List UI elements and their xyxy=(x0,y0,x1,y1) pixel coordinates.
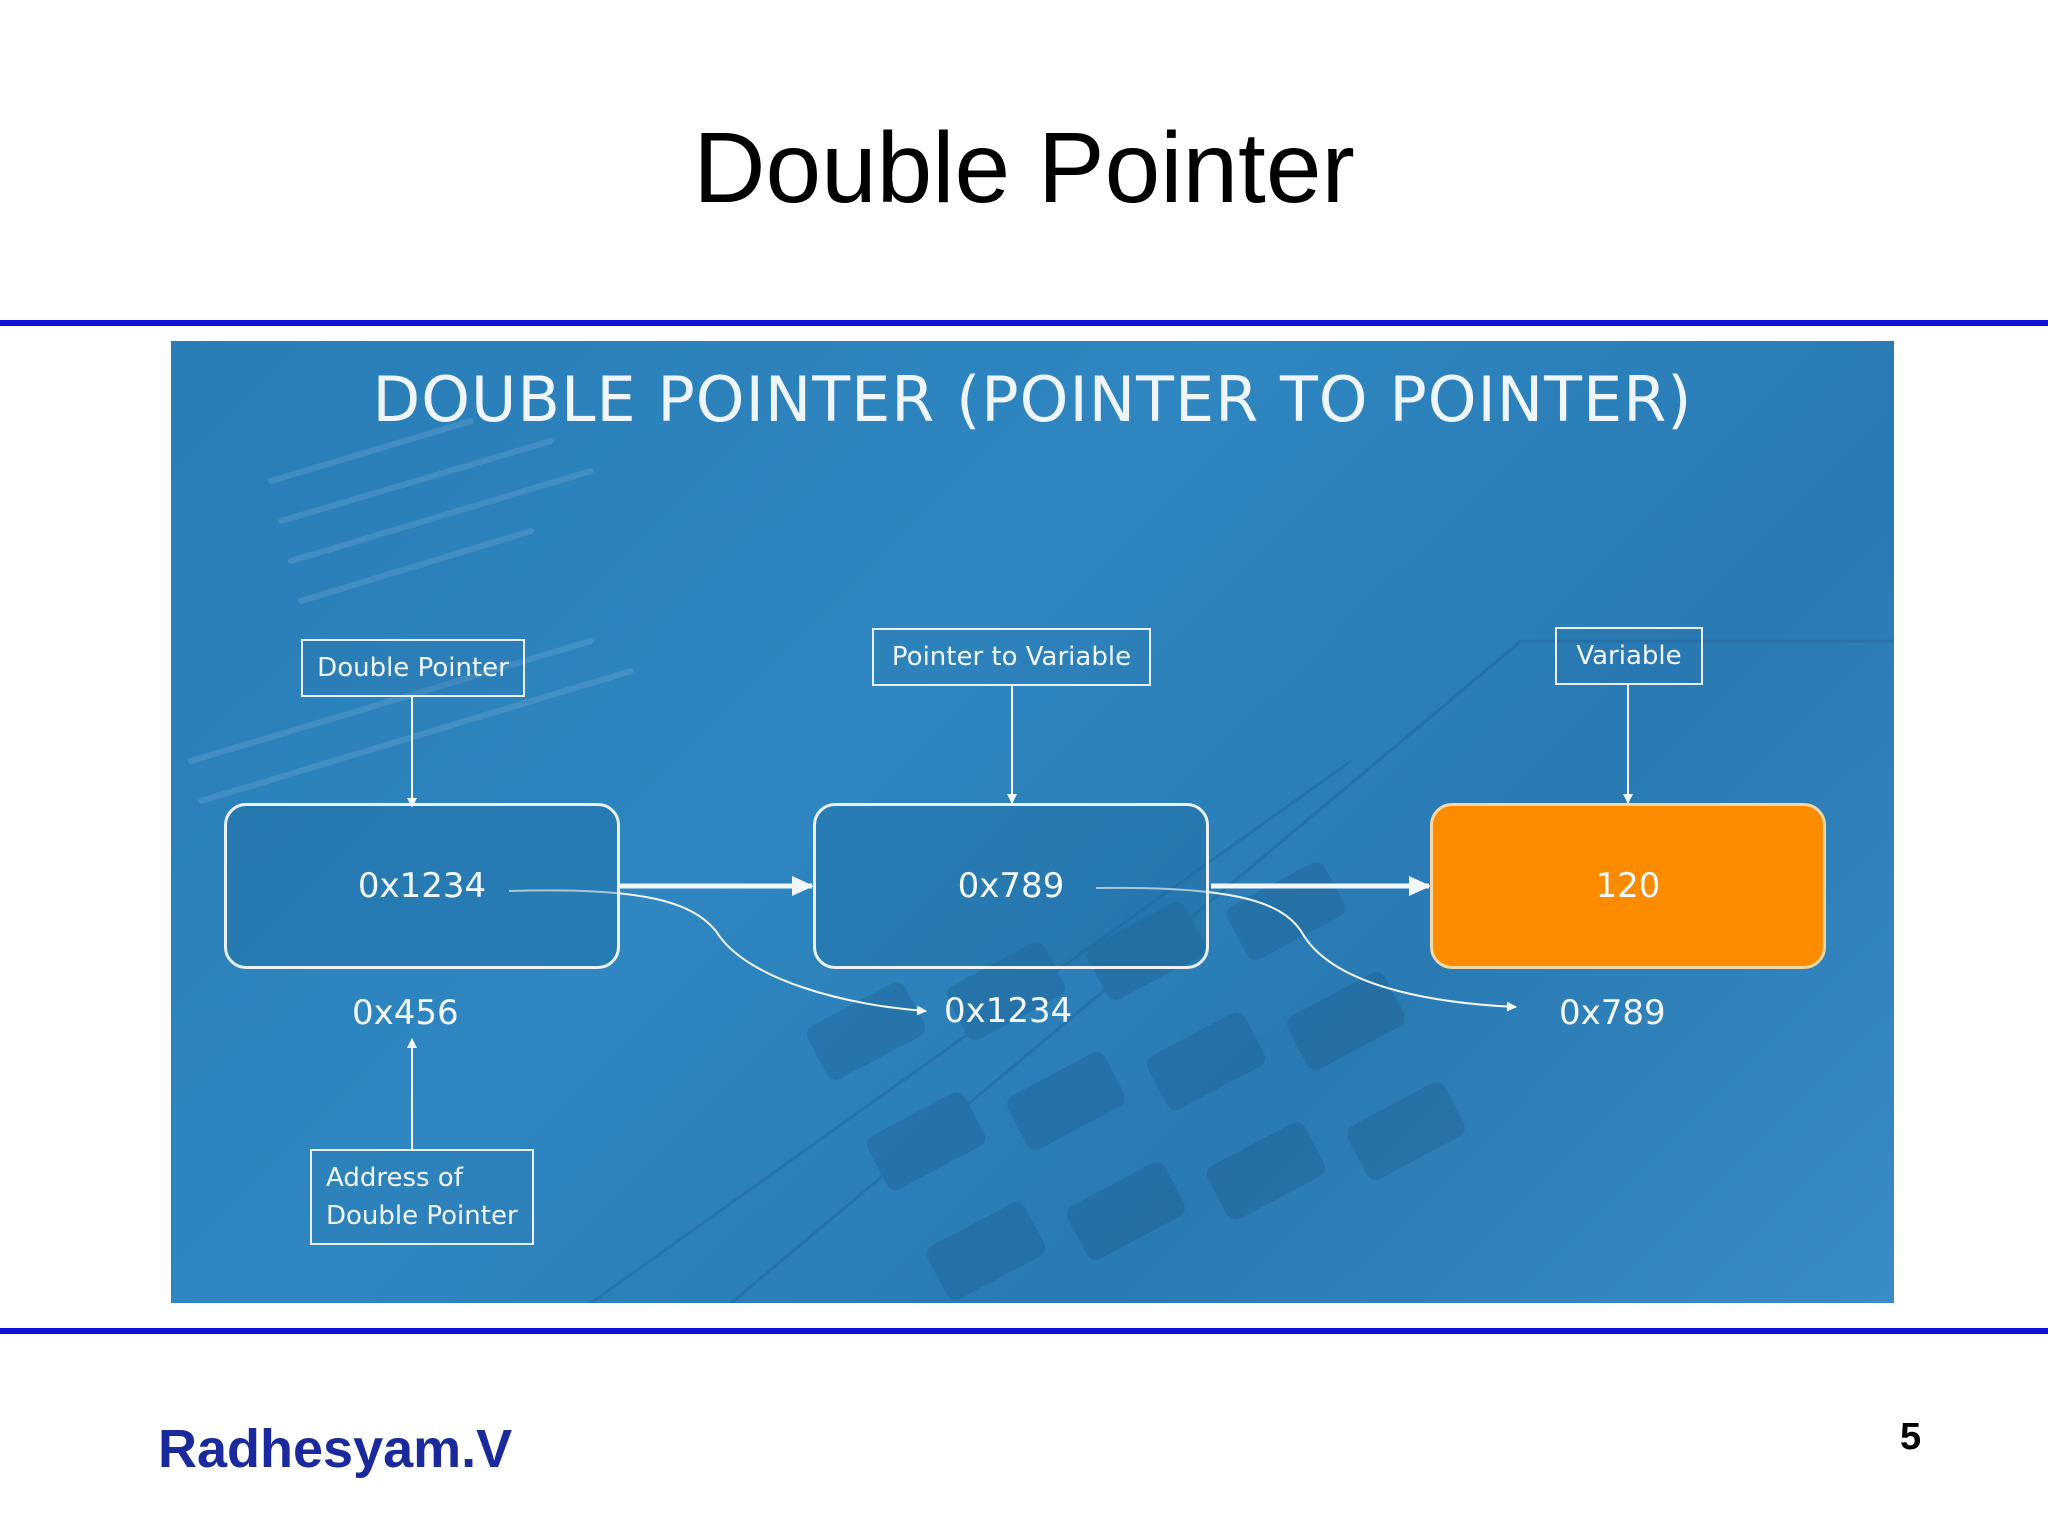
bottom-divider xyxy=(0,1328,2048,1334)
page-number: 5 xyxy=(1900,1416,1922,1458)
label-variable: Variable xyxy=(1555,627,1703,685)
address-node3: 0x789 xyxy=(1559,993,1666,1033)
label-double-pointer: Double Pointer xyxy=(301,639,525,697)
page-title: Double Pointer xyxy=(693,112,1355,224)
top-divider xyxy=(0,320,2048,326)
node-variable-value: 120 xyxy=(1430,803,1826,969)
diagram-background xyxy=(188,418,1894,1303)
label-address-of-double-pointer: Address of Double Pointer xyxy=(310,1149,534,1245)
double-pointer-diagram: DOUBLE POINTER (POINTER TO POINTER) Doub… xyxy=(171,341,1894,1303)
curve-value1-to-address2 xyxy=(508,889,927,1016)
curve-value2-to-address3 xyxy=(1095,886,1517,1012)
label-address-line2: Double Pointer xyxy=(326,1201,518,1231)
keyboard-backdrop xyxy=(590,639,1894,1303)
node-pointer-value: 0x789 xyxy=(813,803,1209,969)
node-double-pointer-value: 0x1234 xyxy=(224,803,620,969)
label-address-line1: Address of xyxy=(326,1163,463,1193)
address-node1: 0x456 xyxy=(352,993,459,1033)
diagram-title: DOUBLE POINTER (POINTER TO POINTER) xyxy=(372,363,1693,436)
address-node2: 0x1234 xyxy=(944,991,1073,1031)
author-name: Radhesyam.V xyxy=(158,1419,513,1479)
label-pointer-to-variable: Pointer to Variable xyxy=(872,628,1151,686)
